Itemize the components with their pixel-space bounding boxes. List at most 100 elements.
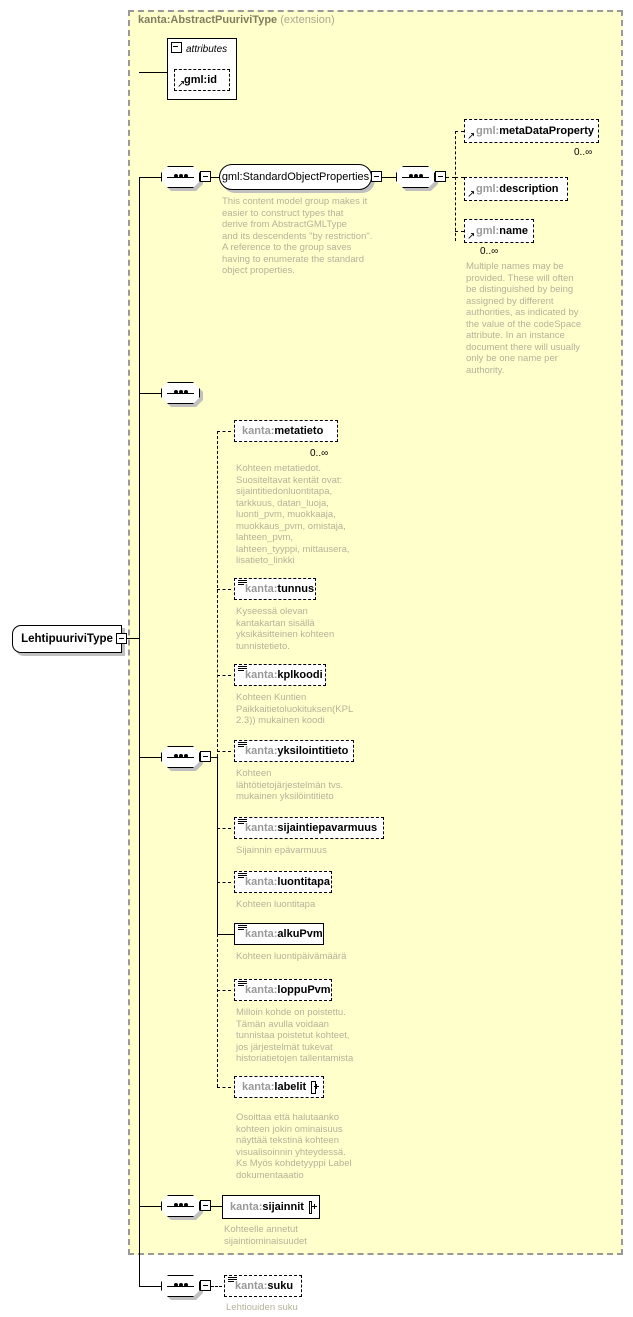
kanta-sijainnit-expand-icon[interactable] (308, 1200, 318, 1214)
kanta-tree-spine-top (217, 431, 218, 757)
sequence-compositor-4-toggle[interactable] (200, 751, 211, 762)
root-type-box[interactable]: LehtipuuriviType (12, 625, 125, 656)
kanta-loppupvm-documentation: Milloin kohde on poistettu. Tämän avulla… (236, 1007, 354, 1064)
root-type-collapse-toggle[interactable] (116, 633, 127, 644)
node-kanta-suku-label: kanta:suku (235, 1280, 293, 1292)
kanta-labelit-documentation: Osoittaa että halutaanko kohteen jokin o… (236, 1112, 352, 1181)
node-kanta-yksilointitieto-label: kanta:yksilointitieto (245, 745, 348, 757)
node-kanta-loppupvm[interactable]: kanta:loppuPvm (234, 979, 332, 1001)
kanta-kplkoodi-documentation: Kohteen Kuntien Paikkaitietoluokituksen(… (236, 692, 354, 726)
sop-connector-line (211, 177, 219, 178)
node-localname: suku (267, 1280, 294, 1292)
kanta-suku-branch-line (139, 1286, 161, 1287)
node-gml-id-label: gml:id (184, 74, 217, 86)
node-localname: labelit (274, 1081, 307, 1093)
kanta-tree-spine-bottom (217, 934, 218, 1087)
sequence-6-dot-3 (184, 1283, 188, 1287)
kanta-loppupvm-branch (217, 990, 231, 991)
reference-arrow-icon: ↗ (467, 189, 476, 200)
sequence-glyph-icon (228, 1277, 237, 1283)
sop-branch-line (139, 177, 161, 178)
group-ref-documentation: This content model group makes it easier… (222, 196, 373, 276)
gml-branch-spine (455, 131, 456, 241)
group-ref-label: gml:StandardObjectProperties (219, 164, 372, 190)
reference-arrow-icon: ↗ (467, 131, 476, 142)
kanta-sijainnit-connector (211, 1206, 222, 1207)
kanta-sijaintiepavarmuus-branch (217, 828, 231, 829)
root-type-label: LehtipuuriviType (12, 625, 122, 653)
reference-arrow-icon: ↗ (177, 79, 186, 90)
gml-metadataproperty-branch (455, 131, 464, 132)
extension-container (128, 10, 623, 1255)
group-ref-toggle[interactable] (371, 171, 382, 182)
sequence-compositor-2-toggle[interactable] (435, 171, 446, 182)
node-namespace: kanta: (245, 745, 278, 757)
sequence-compositor-5[interactable] (161, 1195, 203, 1220)
node-kanta-kplkoodi[interactable]: kanta:kplkoodi (234, 664, 326, 686)
sequence-compositor-1-toggle[interactable] (200, 171, 211, 182)
node-kanta-yksilointitieto[interactable]: kanta:yksilointitieto (234, 740, 354, 762)
root-connector-line (127, 638, 139, 639)
extension-title-text: kanta:AbstractPuuriviType (138, 14, 278, 26)
node-localname: sijaintiepavarmuus (277, 822, 378, 834)
sequence-dot-2 (179, 174, 183, 178)
sequence-compositor-3[interactable] (161, 382, 203, 407)
sequence-compositor-5-toggle[interactable] (200, 1200, 211, 1211)
node-kanta-metatieto[interactable]: kanta:metatieto (234, 420, 338, 442)
node-kanta-luontitapa[interactable]: kanta:luontitapa (234, 871, 332, 893)
gml-name-documentation: Multiple names may be provided. These wi… (466, 261, 582, 376)
group-ref-standard-object-properties[interactable]: gml:StandardObjectProperties (219, 164, 375, 193)
node-namespace: kanta: (230, 1201, 263, 1213)
node-namespace: kanta: (245, 928, 278, 940)
sequence-4-dot-3 (184, 754, 188, 758)
node-kanta-sijaintiepavarmuus[interactable]: kanta:sijaintiepavarmuus (234, 817, 384, 839)
node-gml-name-label: gml:name (476, 225, 528, 237)
sequence-glyph-icon (238, 873, 247, 879)
node-gml-id[interactable]: ↗ gml:id (174, 69, 230, 91)
kanta-labelit-expand-icon[interactable] (311, 1080, 319, 1094)
sequence-5-dot-3 (184, 1203, 188, 1207)
node-namespace: kanta: (245, 669, 278, 681)
sequence-compositor-2[interactable] (396, 166, 438, 191)
node-kanta-tunnus-label: kanta:tunnus (245, 583, 314, 595)
attributes-branch-line (139, 72, 167, 73)
kanta-sijainnit-branch-line (139, 1206, 161, 1207)
kanta-luontitapa-branch (217, 882, 231, 883)
reference-arrow-icon: ↗ (467, 231, 476, 242)
sequence-glyph-icon (238, 981, 247, 987)
kanta-luontitapa-documentation: Kohteen luontitapa (236, 899, 316, 910)
sequence-compositor-4[interactable] (161, 746, 203, 771)
sequence-dot-3 (184, 174, 188, 178)
sequence-3-dot-1 (174, 390, 178, 394)
sequence-4-dot-2 (179, 754, 183, 758)
node-kanta-alkupvm[interactable]: kanta:alkuPvm (234, 923, 324, 945)
node-kanta-luontitapa-label: kanta:luontitapa (245, 876, 330, 888)
kanta-yksilointitieto-branch (217, 751, 231, 752)
node-localname: tunnus (277, 583, 315, 595)
attributes-collapse-toggle[interactable] (171, 42, 182, 53)
node-kanta-kplkoodi-label: kanta:kplkoodi (245, 669, 323, 681)
node-gml-name[interactable]: ↗ gml:name (464, 219, 534, 243)
kanta-sijaintiepavarmuus-documentation: Sijainnin epävarmuus (236, 845, 327, 856)
node-kanta-suku[interactable]: kanta:suku (224, 1275, 302, 1297)
sequence-compositor-1[interactable] (161, 166, 203, 191)
node-kanta-tunnus[interactable]: kanta:tunnus (234, 578, 316, 600)
node-gml-description[interactable]: ↗ gml:description (464, 177, 568, 201)
node-kanta-sijainnit[interactable]: kanta:sijainnit (222, 1195, 320, 1219)
node-kanta-labelit[interactable]: kanta:labelit (234, 1076, 324, 1098)
node-kanta-labelit-label: kanta:labelit (242, 1081, 306, 1093)
sequence-compositor-6-toggle[interactable] (200, 1280, 211, 1291)
group-ref-out-line (382, 177, 396, 178)
node-localname: yksilointitieto (277, 745, 349, 757)
main-spine (139, 177, 140, 1286)
node-namespace: kanta: (242, 1081, 275, 1093)
kanta-seq-a-branch-line (139, 393, 161, 394)
node-namespace: kanta: (245, 822, 278, 834)
kanta-metatieto-occurrence: 0..∞ (310, 448, 329, 459)
sequence-compositor-6[interactable] (161, 1275, 203, 1300)
kanta-tunnus-branch (217, 589, 231, 590)
node-gml-metadataproperty[interactable]: ↗ gml:metaDataProperty (464, 119, 599, 143)
attributes-label: attributes (186, 44, 228, 55)
gml-description-branch (455, 177, 464, 178)
node-namespace: gml: (476, 225, 500, 237)
